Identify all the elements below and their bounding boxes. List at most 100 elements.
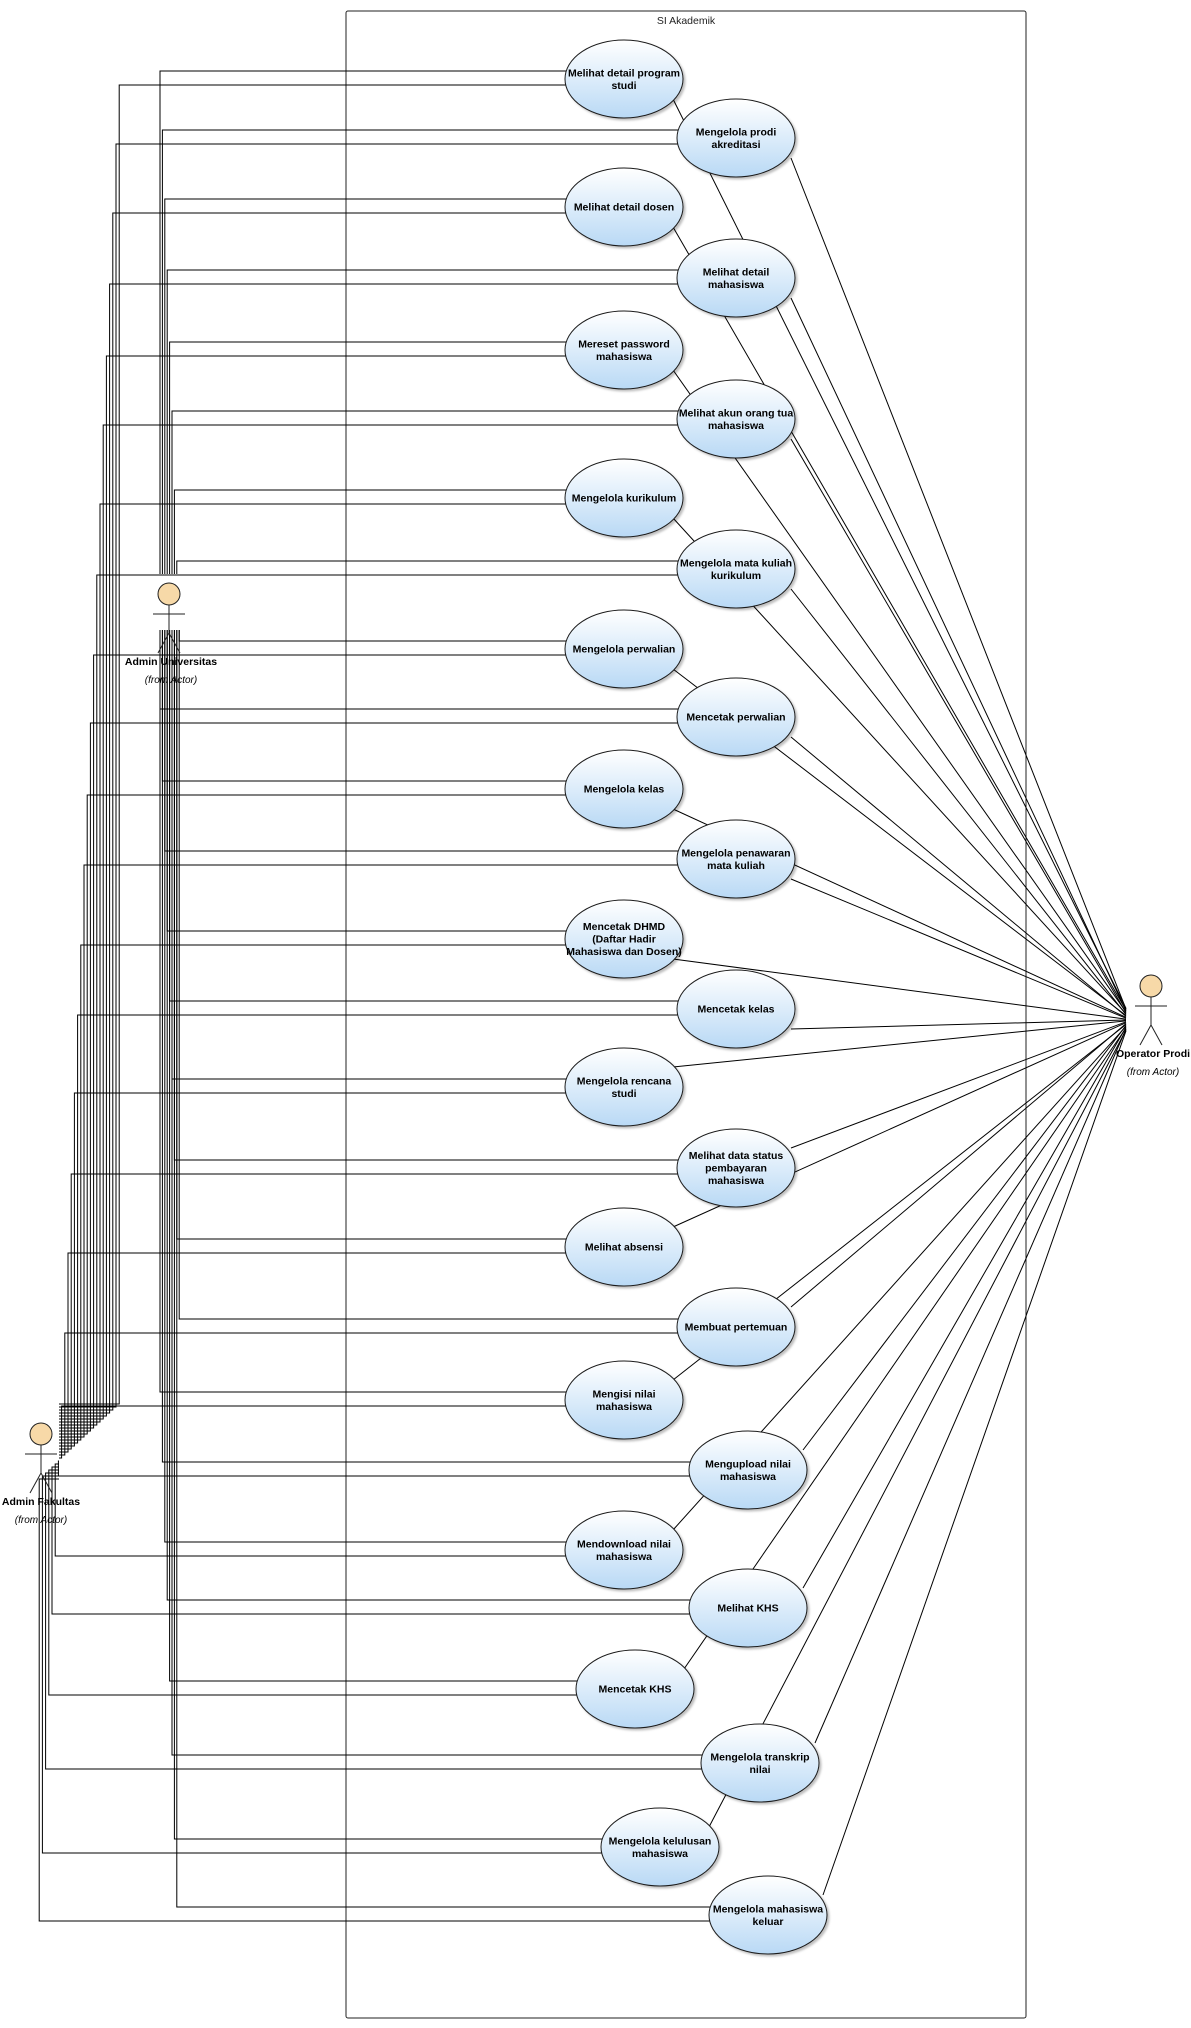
use-case-label: Melihat detail program [568, 67, 680, 79]
use-case-label: Melihat absensi [585, 1242, 663, 1254]
association-admin-universitas [176, 630, 711, 1908]
association-admin-fakultas [45, 1472, 703, 1770]
use-case-ellipse [676, 98, 796, 178]
association-admin-fakultas [57, 1460, 691, 1477]
association-admin-universitas [178, 630, 679, 1320]
use-case-label: Mengisi nilai [592, 1388, 655, 1400]
use-case-label: Mengelola rencana [577, 1075, 672, 1087]
use-case-label: mahasiswa [708, 1175, 764, 1187]
actor-head [29, 1422, 53, 1446]
use-case-ellipse [564, 1360, 684, 1440]
use-case-label: (Daftar Hadir [592, 934, 656, 946]
actor-from: (from Actor) [15, 1515, 67, 1526]
use-case-label: mata kuliah [707, 860, 765, 872]
association-admin-fakultas [54, 1463, 567, 1557]
association-operator-prodi [708, 1029, 1127, 1828]
use-case[interactable]: Mengelola kelas [564, 749, 684, 829]
association-admin-fakultas [48, 1469, 578, 1696]
association-admin-fakultas [59, 1252, 567, 1453]
use-case-label: Mengupload nilai [705, 1458, 791, 1470]
association-admin-fakultas [59, 1092, 567, 1447]
association-admin-universitas [164, 198, 567, 574]
association-operator-prodi [790, 1021, 1127, 1149]
association-operator-prodi [790, 736, 1127, 1017]
association-admin-universitas [169, 630, 578, 1682]
association-operator-prodi [672, 369, 1127, 1013]
actor-admin-fakultas[interactable]: Admin Fakultas (from Actor) [2, 1422, 80, 1526]
use-case-ellipse [676, 529, 796, 609]
use-case-ellipse [600, 1807, 720, 1887]
use-case[interactable]: Mencetak KHS [575, 1649, 695, 1729]
association-admin-universitas [171, 410, 679, 574]
use-case-label: mahasiswa [596, 1401, 652, 1413]
use-case[interactable]: Mencetak kelas [676, 969, 796, 1049]
use-case-label: mahasiswa [596, 351, 652, 363]
use-case-label: Mengelola transkrip [710, 1751, 809, 1763]
use-case-label: Mencetak KHS [599, 1684, 672, 1696]
use-case[interactable]: Mencetak perwalian [676, 677, 796, 757]
association-admin-universitas [161, 630, 567, 782]
association-admin-fakultas [59, 794, 567, 1435]
use-case-label: Mengelola penawaran [681, 847, 790, 859]
use-case-label: mahasiswa [708, 279, 764, 291]
use-case-label: Mendownload nilai [577, 1538, 671, 1550]
association-admin-fakultas [59, 84, 567, 1405]
association-admin-universitas [171, 630, 567, 1080]
association-operator-prodi [802, 1025, 1127, 1451]
association-admin-fakultas [59, 212, 567, 1411]
use-case-ellipse [676, 1287, 796, 1367]
use-case[interactable]: Mengelola perwalian [564, 609, 684, 689]
use-case-label: mahasiswa [708, 420, 764, 432]
association-admin-universitas [159, 630, 567, 1393]
use-case-label: nilai [749, 1764, 770, 1776]
association-admin-fakultas [59, 944, 567, 1441]
use-case[interactable]: Mengelola kurikulum [564, 458, 684, 538]
use-case-ellipse [564, 1207, 684, 1287]
actor-admin-universitas[interactable]: Admin Universitas (from Actor) [125, 582, 217, 686]
system-title: SI Akademik [657, 15, 716, 27]
use-case-label: Mencetak kelas [697, 1004, 774, 1016]
association-operator-prodi [790, 878, 1127, 1019]
association-operator-prodi [790, 297, 1127, 1012]
use-case-label: Melihat detail dosen [574, 202, 674, 214]
use-case[interactable]: Melihat absensi [564, 1207, 684, 1287]
association-admin-universitas [176, 560, 679, 574]
use-case-ellipse [564, 749, 684, 829]
use-case-label: Mahasiswa dan Dosen) [566, 946, 682, 958]
actor-operator-prodi[interactable]: Operator Prodi (from Actor) [1116, 974, 1190, 1078]
use-case[interactable]: Melihat KHS [688, 1568, 808, 1648]
use-case-ellipse [564, 39, 684, 119]
use-case-label: keluar [753, 1916, 784, 1928]
association-admin-universitas [169, 341, 567, 574]
association-operator-prodi [683, 1027, 1127, 1670]
association-admin-universitas [166, 630, 691, 1601]
use-case-label: Mengelola mahasiswa [713, 1903, 823, 1915]
use-case-ellipse [575, 1649, 695, 1729]
use-case[interactable]: Membuat pertemuan [676, 1287, 796, 1367]
use-case-label: Mengelola perwalian [573, 644, 676, 656]
use-case-label: Mengelola prodi [696, 126, 777, 138]
association-operator-prodi [790, 438, 1127, 1014]
association-admin-fakultas [59, 574, 679, 1426]
use-case[interactable]: Melihat detail dosen [564, 167, 684, 247]
use-case-label: Mengelola kurikulum [572, 493, 676, 505]
association-admin-universitas [178, 630, 567, 642]
